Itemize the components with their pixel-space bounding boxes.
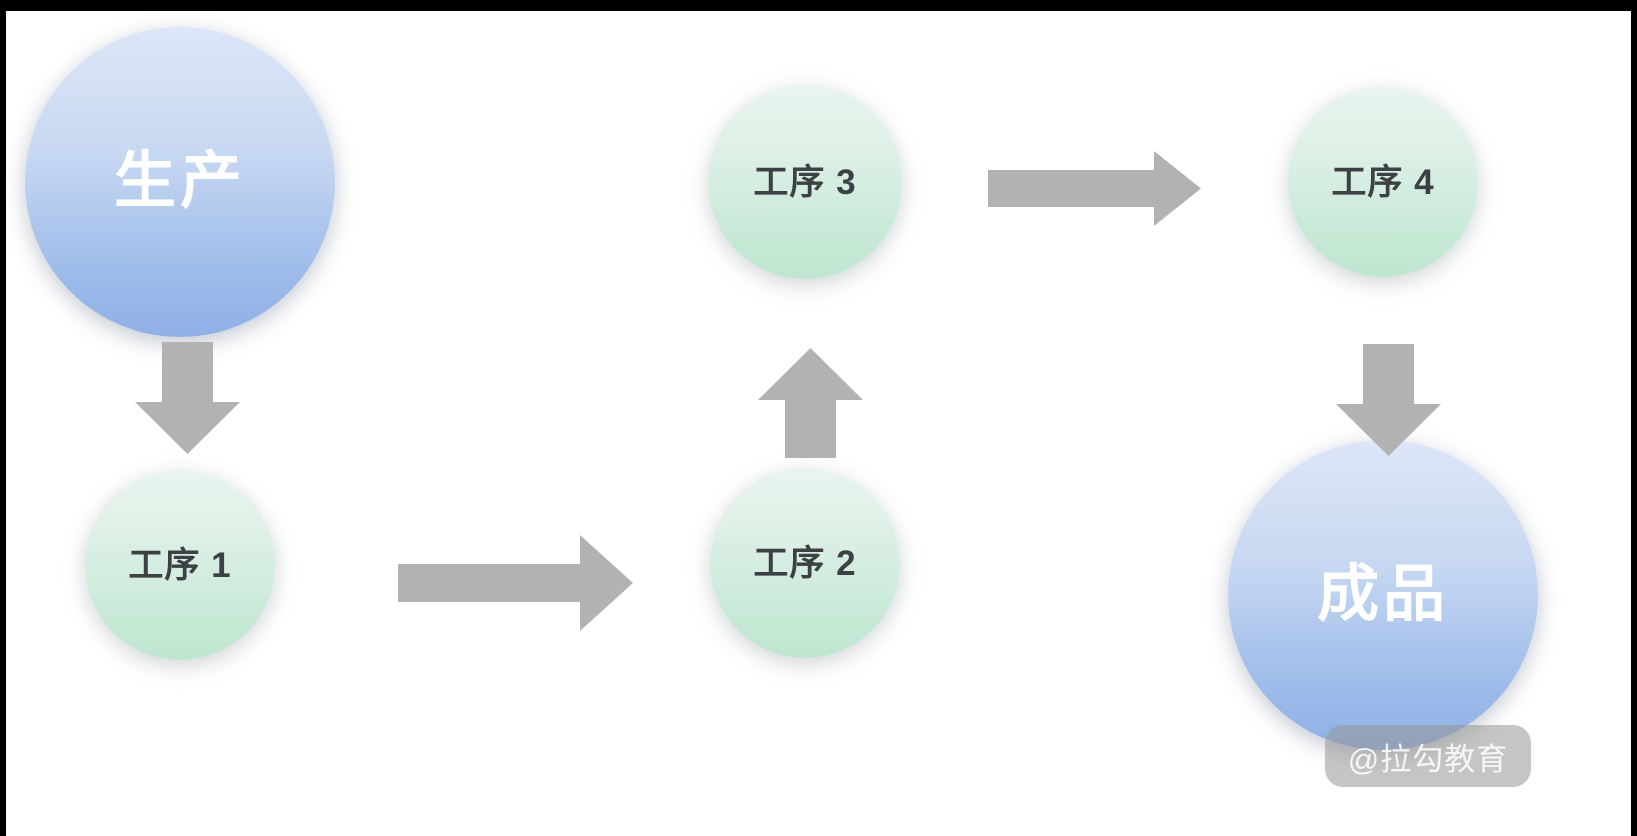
- watermark-text: @拉勾教育: [1347, 741, 1509, 777]
- node-production-label: 生产: [113, 147, 246, 216]
- node-step2-label: 工序 2: [753, 543, 857, 583]
- node-step3[interactable]: 工序 3: [708, 85, 902, 279]
- node-step1-label: 工序 1: [128, 545, 232, 585]
- arrow-step3-to-step4: [988, 151, 1201, 226]
- node-step4[interactable]: 工序 4: [1288, 87, 1478, 277]
- arrow-production-to-step1: [135, 342, 240, 454]
- arrow-step4-to-finished-product: [1336, 344, 1441, 456]
- node-production[interactable]: 生产: [25, 27, 335, 337]
- node-step2[interactable]: 工序 2: [710, 468, 900, 658]
- node-step3-label: 工序 3: [753, 162, 857, 202]
- diagram-canvas: 生产 工序 1 工序 2 工序 3 工序 4 成品: [6, 11, 1631, 836]
- watermark-badge: @拉勾教育: [1325, 725, 1531, 787]
- node-finished-product-label: 成品: [1316, 560, 1449, 629]
- arrow-step1-to-step2: [398, 535, 633, 631]
- node-step1[interactable]: 工序 1: [85, 470, 275, 660]
- node-step4-label: 工序 4: [1331, 162, 1435, 202]
- node-finished-product[interactable]: 成品: [1228, 440, 1538, 750]
- arrow-step2-to-step3: [758, 348, 863, 458]
